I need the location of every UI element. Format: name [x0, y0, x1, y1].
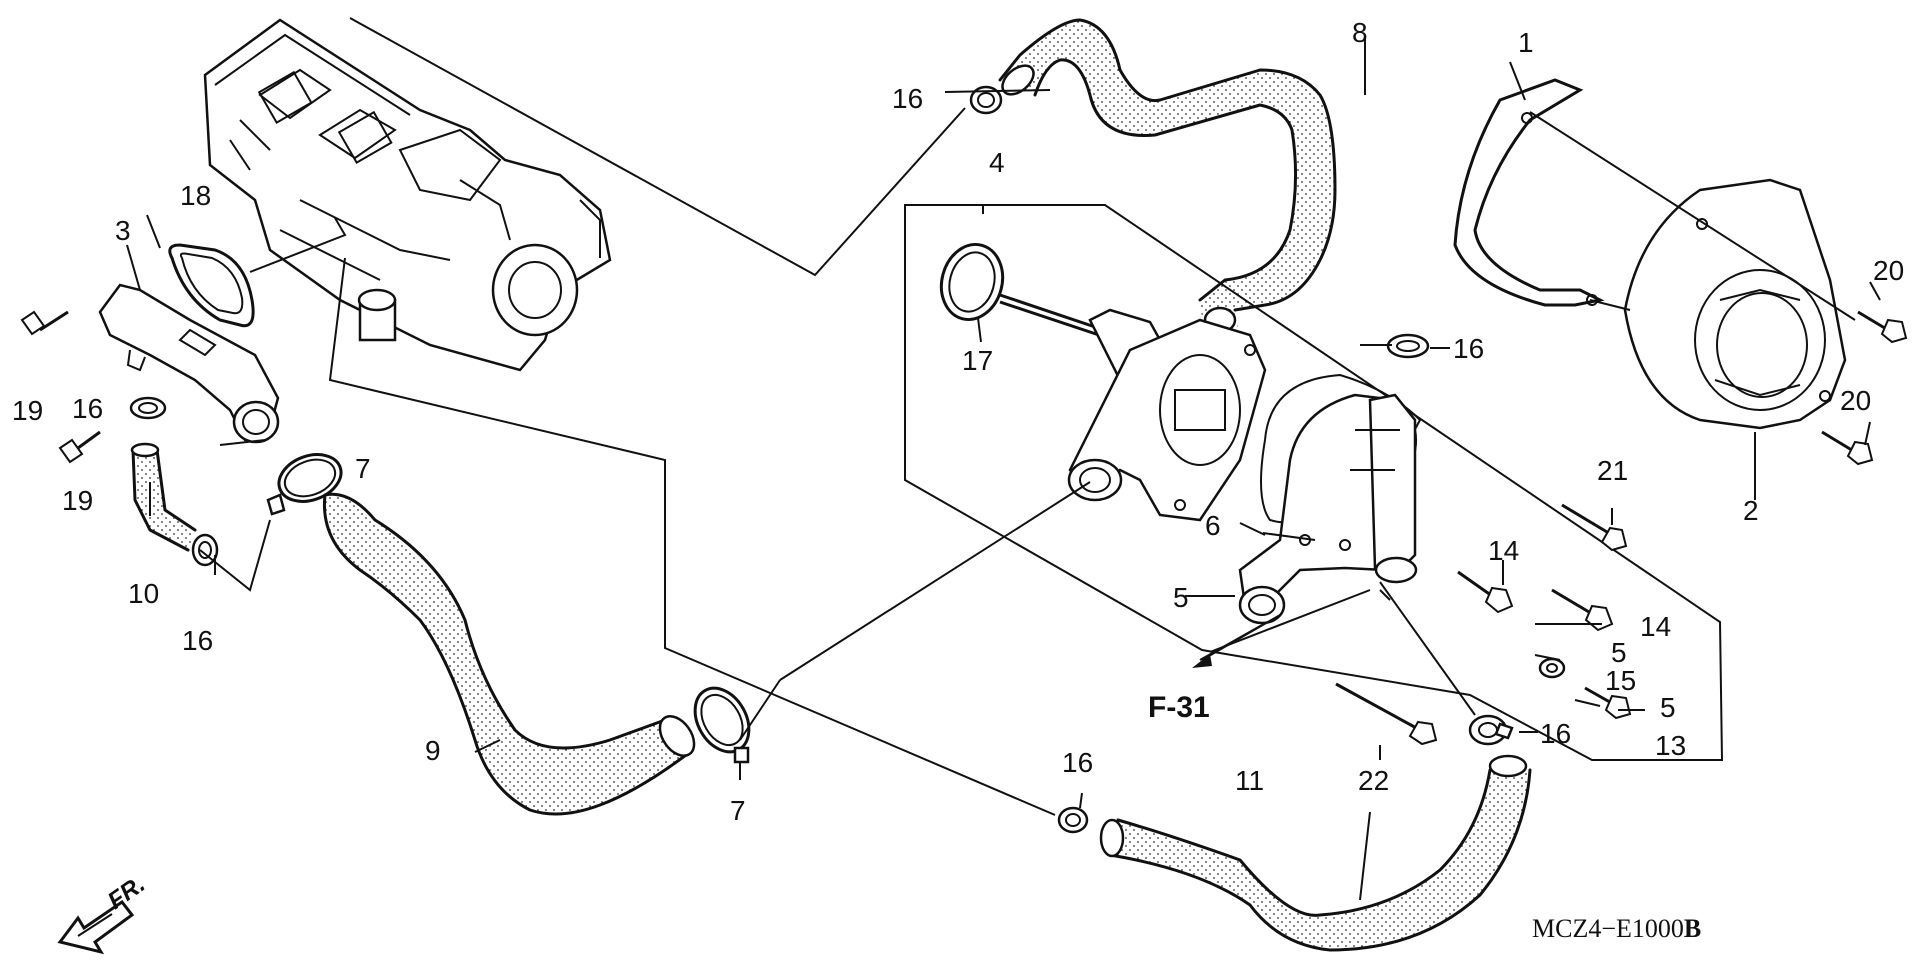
part-2-fan-shroud: [1623, 178, 1847, 430]
callout-20-upper: 20: [1873, 255, 1904, 286]
callout-14-lower: 14: [1640, 611, 1671, 642]
water-pump-body: [999, 293, 1267, 522]
part-18-o-ring: [168, 243, 255, 328]
bolt-22: [1335, 682, 1438, 746]
part-11-hose: [1099, 754, 1532, 952]
callout-16-right-upper: 16: [1453, 333, 1484, 364]
callout-20-lower: 20: [1840, 385, 1871, 416]
callout-5-left: 5: [1173, 582, 1189, 613]
callout-4: 4: [989, 147, 1005, 178]
clamp-16-right-lower: [1468, 714, 1514, 746]
callout-9: 9: [425, 735, 441, 766]
diagram-code: MCZ4−E1000B: [1532, 914, 1701, 943]
callout-5-right-upper: 5: [1611, 637, 1627, 668]
pump-cover-housing: [1238, 393, 1418, 625]
part-1-bracket: [1453, 78, 1605, 307]
bolt-21: [1561, 503, 1628, 552]
clamp-16-left-upper: [129, 396, 167, 420]
bolt-13: [1584, 686, 1632, 720]
clamp-16-left-lower: [191, 533, 219, 567]
diagram-code-suffix: B: [1684, 914, 1701, 943]
clamp-7-upper: [266, 453, 343, 516]
front-direction-arrow-icon: [57, 899, 135, 955]
bolt-20-lower: [1821, 430, 1874, 466]
callout-1: 1: [1518, 27, 1534, 58]
callout-13: 13: [1655, 730, 1686, 761]
callout-18: 18: [180, 180, 211, 211]
callout-16-top: 16: [892, 83, 923, 114]
callout-19-lower: 19: [62, 485, 93, 516]
callout-7-upper: 7: [355, 453, 371, 484]
callout-14-upper: 14: [1488, 535, 1519, 566]
callout-7-lower: 7: [730, 795, 746, 826]
part-9-hose: [322, 492, 696, 816]
part-10-hose: [130, 442, 197, 552]
callout-5-right-lower: 5: [1660, 692, 1676, 723]
engine-block: [203, 18, 612, 372]
callout-16-bottom: 16: [1062, 747, 1093, 778]
callout-17: 17: [962, 345, 993, 376]
bolt-20-upper: [1857, 310, 1908, 344]
clamp-7-lower: [693, 686, 751, 764]
callout-11: 11: [1235, 765, 1264, 796]
callout-2: 2: [1743, 495, 1759, 526]
callout-3: 3: [115, 215, 131, 246]
diagram-code-main: MCZ4−E1000: [1532, 914, 1684, 943]
reference-f31: F-31: [1148, 691, 1210, 724]
part-17-o-ring: [939, 242, 1005, 322]
callout-22: 22: [1358, 765, 1389, 796]
clamp-16-right-upper: [1386, 333, 1430, 359]
part-3-water-pipe: [98, 283, 280, 444]
clamp-16-bottom: [1057, 806, 1089, 834]
callout-16-left-upper: 16: [72, 393, 103, 424]
callout-16-left-lower: 16: [182, 625, 213, 656]
callout-21: 21: [1597, 455, 1628, 486]
callout-8: 8: [1352, 17, 1368, 48]
callout-16-right-lower: 16: [1540, 718, 1571, 749]
callout-19-upper: 19: [12, 395, 43, 426]
callout-10: 10: [128, 578, 159, 609]
bolt-14-upper: [1457, 570, 1514, 614]
callout-15: 15: [1605, 665, 1636, 696]
washer-15: [1538, 657, 1566, 679]
part-8-hose: [998, 18, 1337, 345]
clamp-16-top: [969, 85, 1003, 115]
callout-6: 6: [1205, 510, 1221, 541]
front-direction-label: FR.: [103, 871, 150, 915]
leader-lines: [126, 17, 1881, 901]
reference-arrow-icon: [1192, 614, 1281, 668]
bolt-19-upper: [20, 310, 69, 336]
bolt-19-lower: [58, 430, 101, 464]
